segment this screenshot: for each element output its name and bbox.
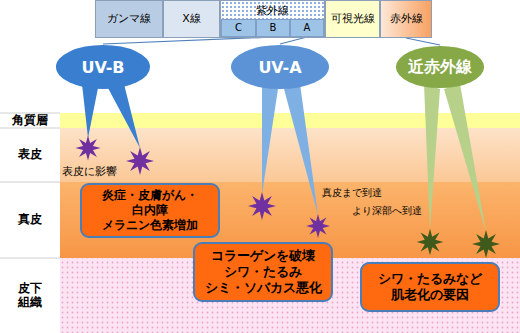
ray-tail	[444, 84, 486, 232]
ray-tail	[262, 84, 278, 194]
node-text: B	[270, 22, 277, 34]
impact-star	[472, 230, 500, 258]
impact-star	[75, 135, 100, 160]
node-text: C	[235, 22, 242, 34]
connector-stroke	[103, 37, 273, 44]
effect-box: シワ・たるみなど 肌老化の要因	[360, 262, 500, 312]
node-text: X線	[182, 12, 201, 25]
ray-tail	[424, 84, 440, 230]
spectrum-cell: X線	[163, 0, 220, 38]
layer-rule	[0, 258, 60, 259]
node-text: UV-B	[81, 58, 124, 77]
impact-star	[306, 214, 330, 238]
node-text: コラーゲンを破壊 シワ・たるみ シミ・ソバカス悪化	[205, 248, 322, 297]
ray-tail	[108, 84, 140, 148]
node-text: シワ・たるみなど 肌老化の要因	[378, 271, 482, 304]
node-text: 真皮	[0, 213, 60, 226]
uv-subband-cell: C	[221, 19, 256, 37]
balloon-ellipse	[56, 45, 150, 89]
layer-rule	[0, 128, 60, 129]
spectrum-cell: 赤外線	[380, 0, 432, 38]
node-text: 可視光線	[331, 12, 375, 25]
layer-rule	[0, 182, 60, 183]
connector-stroke	[280, 37, 307, 44]
infrared-gradient	[380, 0, 432, 38]
impact-star	[248, 192, 276, 220]
connector-line	[103, 37, 273, 44]
node-text: 紫外線	[256, 4, 289, 17]
spectrum-cell: ガンマ線	[95, 0, 163, 38]
connector-line	[280, 37, 307, 44]
uv-subband-cell: B	[256, 19, 290, 37]
annotation-label: 表皮に影響	[62, 165, 117, 178]
node-text: 表皮	[0, 148, 60, 161]
balloon-ellipse	[231, 45, 329, 89]
ray-tail	[82, 84, 98, 138]
ray-balloon: UV-B	[55, 44, 151, 90]
spectrum-cell: 紫外線 C B A	[220, 0, 325, 38]
epidermis-band	[60, 128, 520, 182]
ray-tail	[284, 84, 318, 215]
node-text: 赤外線	[390, 12, 423, 25]
uv-subband-cell: A	[290, 19, 324, 37]
node-text: 近赤外線	[408, 57, 472, 78]
connector-line	[406, 38, 440, 45]
impact-star	[417, 229, 444, 256]
node-text: ガンマ線	[107, 12, 151, 25]
effect-box: 炎症・皮膚がん・ 白内障 メラニン色素増加	[80, 183, 220, 238]
balloon-ellipse	[396, 46, 484, 88]
annotation-label: 真皮まで到達	[322, 187, 382, 199]
skin-layer-band: 角質層	[0, 113, 520, 128]
node-text: 角質層	[0, 114, 60, 127]
effect-box: コラーゲンを破壊 シワ・たるみ シミ・ソバカス悪化	[193, 242, 333, 302]
node-text: 皮下組織	[0, 282, 60, 310]
ray-balloon: 近赤外線	[395, 45, 485, 89]
spectrum-cell: 可視光線	[325, 0, 380, 38]
annotation-label: より深部へ到達	[352, 205, 422, 217]
connector-stroke	[406, 38, 440, 45]
node-text: 炎症・皮膚がん・ 白内障 メラニン色素増加	[102, 188, 198, 233]
ray-balloon: UV-A	[230, 44, 330, 90]
node-text: A	[304, 22, 311, 34]
impact-star	[126, 147, 154, 175]
node-text: UV-A	[258, 58, 301, 77]
